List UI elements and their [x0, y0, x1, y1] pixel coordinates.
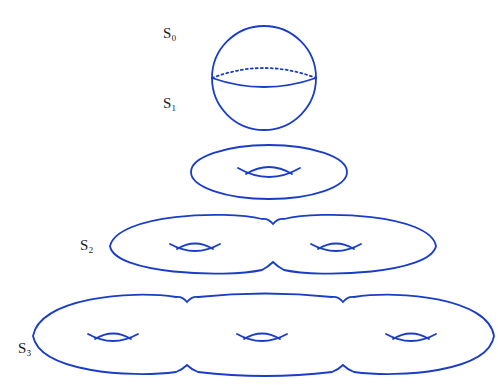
surface-label: S₁: [163, 96, 177, 111]
surface-hole: [95, 334, 131, 340]
sphere: [212, 26, 316, 130]
surface-label: S₂: [80, 238, 94, 253]
sphere-equator-front: [212, 78, 316, 87]
surface-hole: [318, 244, 354, 250]
torus-hole: [246, 167, 292, 174]
surface-hole: [393, 334, 429, 340]
surface-hole: [170, 244, 220, 251]
torus: [191, 145, 347, 199]
torus-hole: [238, 168, 300, 177]
surface-label: S₀: [163, 26, 177, 41]
surface-hole: [386, 334, 436, 341]
surface-hole: [88, 334, 138, 341]
surface-hole: [311, 244, 361, 251]
surface-hole: [237, 334, 287, 341]
sphere-equator-back: [212, 68, 316, 78]
surface-hole: [177, 244, 213, 250]
surface-hole: [244, 334, 280, 340]
genus-three-surface: [33, 294, 494, 377]
genus-two-surface: [110, 215, 436, 274]
surface-label: S₃: [18, 341, 32, 356]
